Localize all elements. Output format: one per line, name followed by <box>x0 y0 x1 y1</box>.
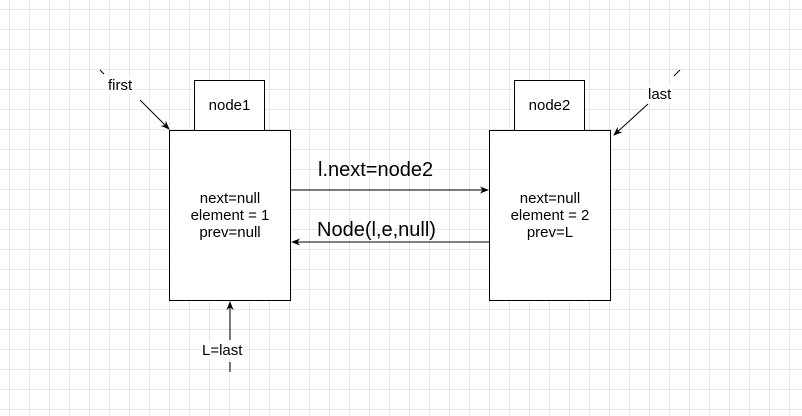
last-arrow-head <box>613 103 649 136</box>
node1-element: element = 1 <box>190 207 270 224</box>
backward-edge-label: Node(l,e,null) <box>317 219 436 241</box>
last-arrow <box>673 69 681 77</box>
first-arrow-head <box>139 99 170 130</box>
node2-box[interactable]: next=null element = 2 prev=L <box>489 130 611 301</box>
node2-prev: prev=L <box>526 224 574 241</box>
node1-label: node1 <box>208 97 251 114</box>
first-pointer-label: first <box>106 77 135 94</box>
node2-next: next=null <box>519 190 581 207</box>
forward-edge-label: l.next=node2 <box>318 159 434 181</box>
node1-label-box[interactable]: node1 <box>194 80 265 131</box>
first-arrow <box>99 69 105 75</box>
last-pointer-label: last <box>646 86 674 103</box>
node2-element: element = 2 <box>510 207 590 224</box>
node2-label-box[interactable]: node2 <box>514 80 585 131</box>
node1-prev: prev=null <box>199 224 261 241</box>
node1-box[interactable]: next=null element = 1 prev=null <box>169 130 291 301</box>
node2-label: node2 <box>528 97 571 114</box>
l-last-label: L=last <box>201 342 244 359</box>
node1-next: next=null <box>199 190 261 207</box>
